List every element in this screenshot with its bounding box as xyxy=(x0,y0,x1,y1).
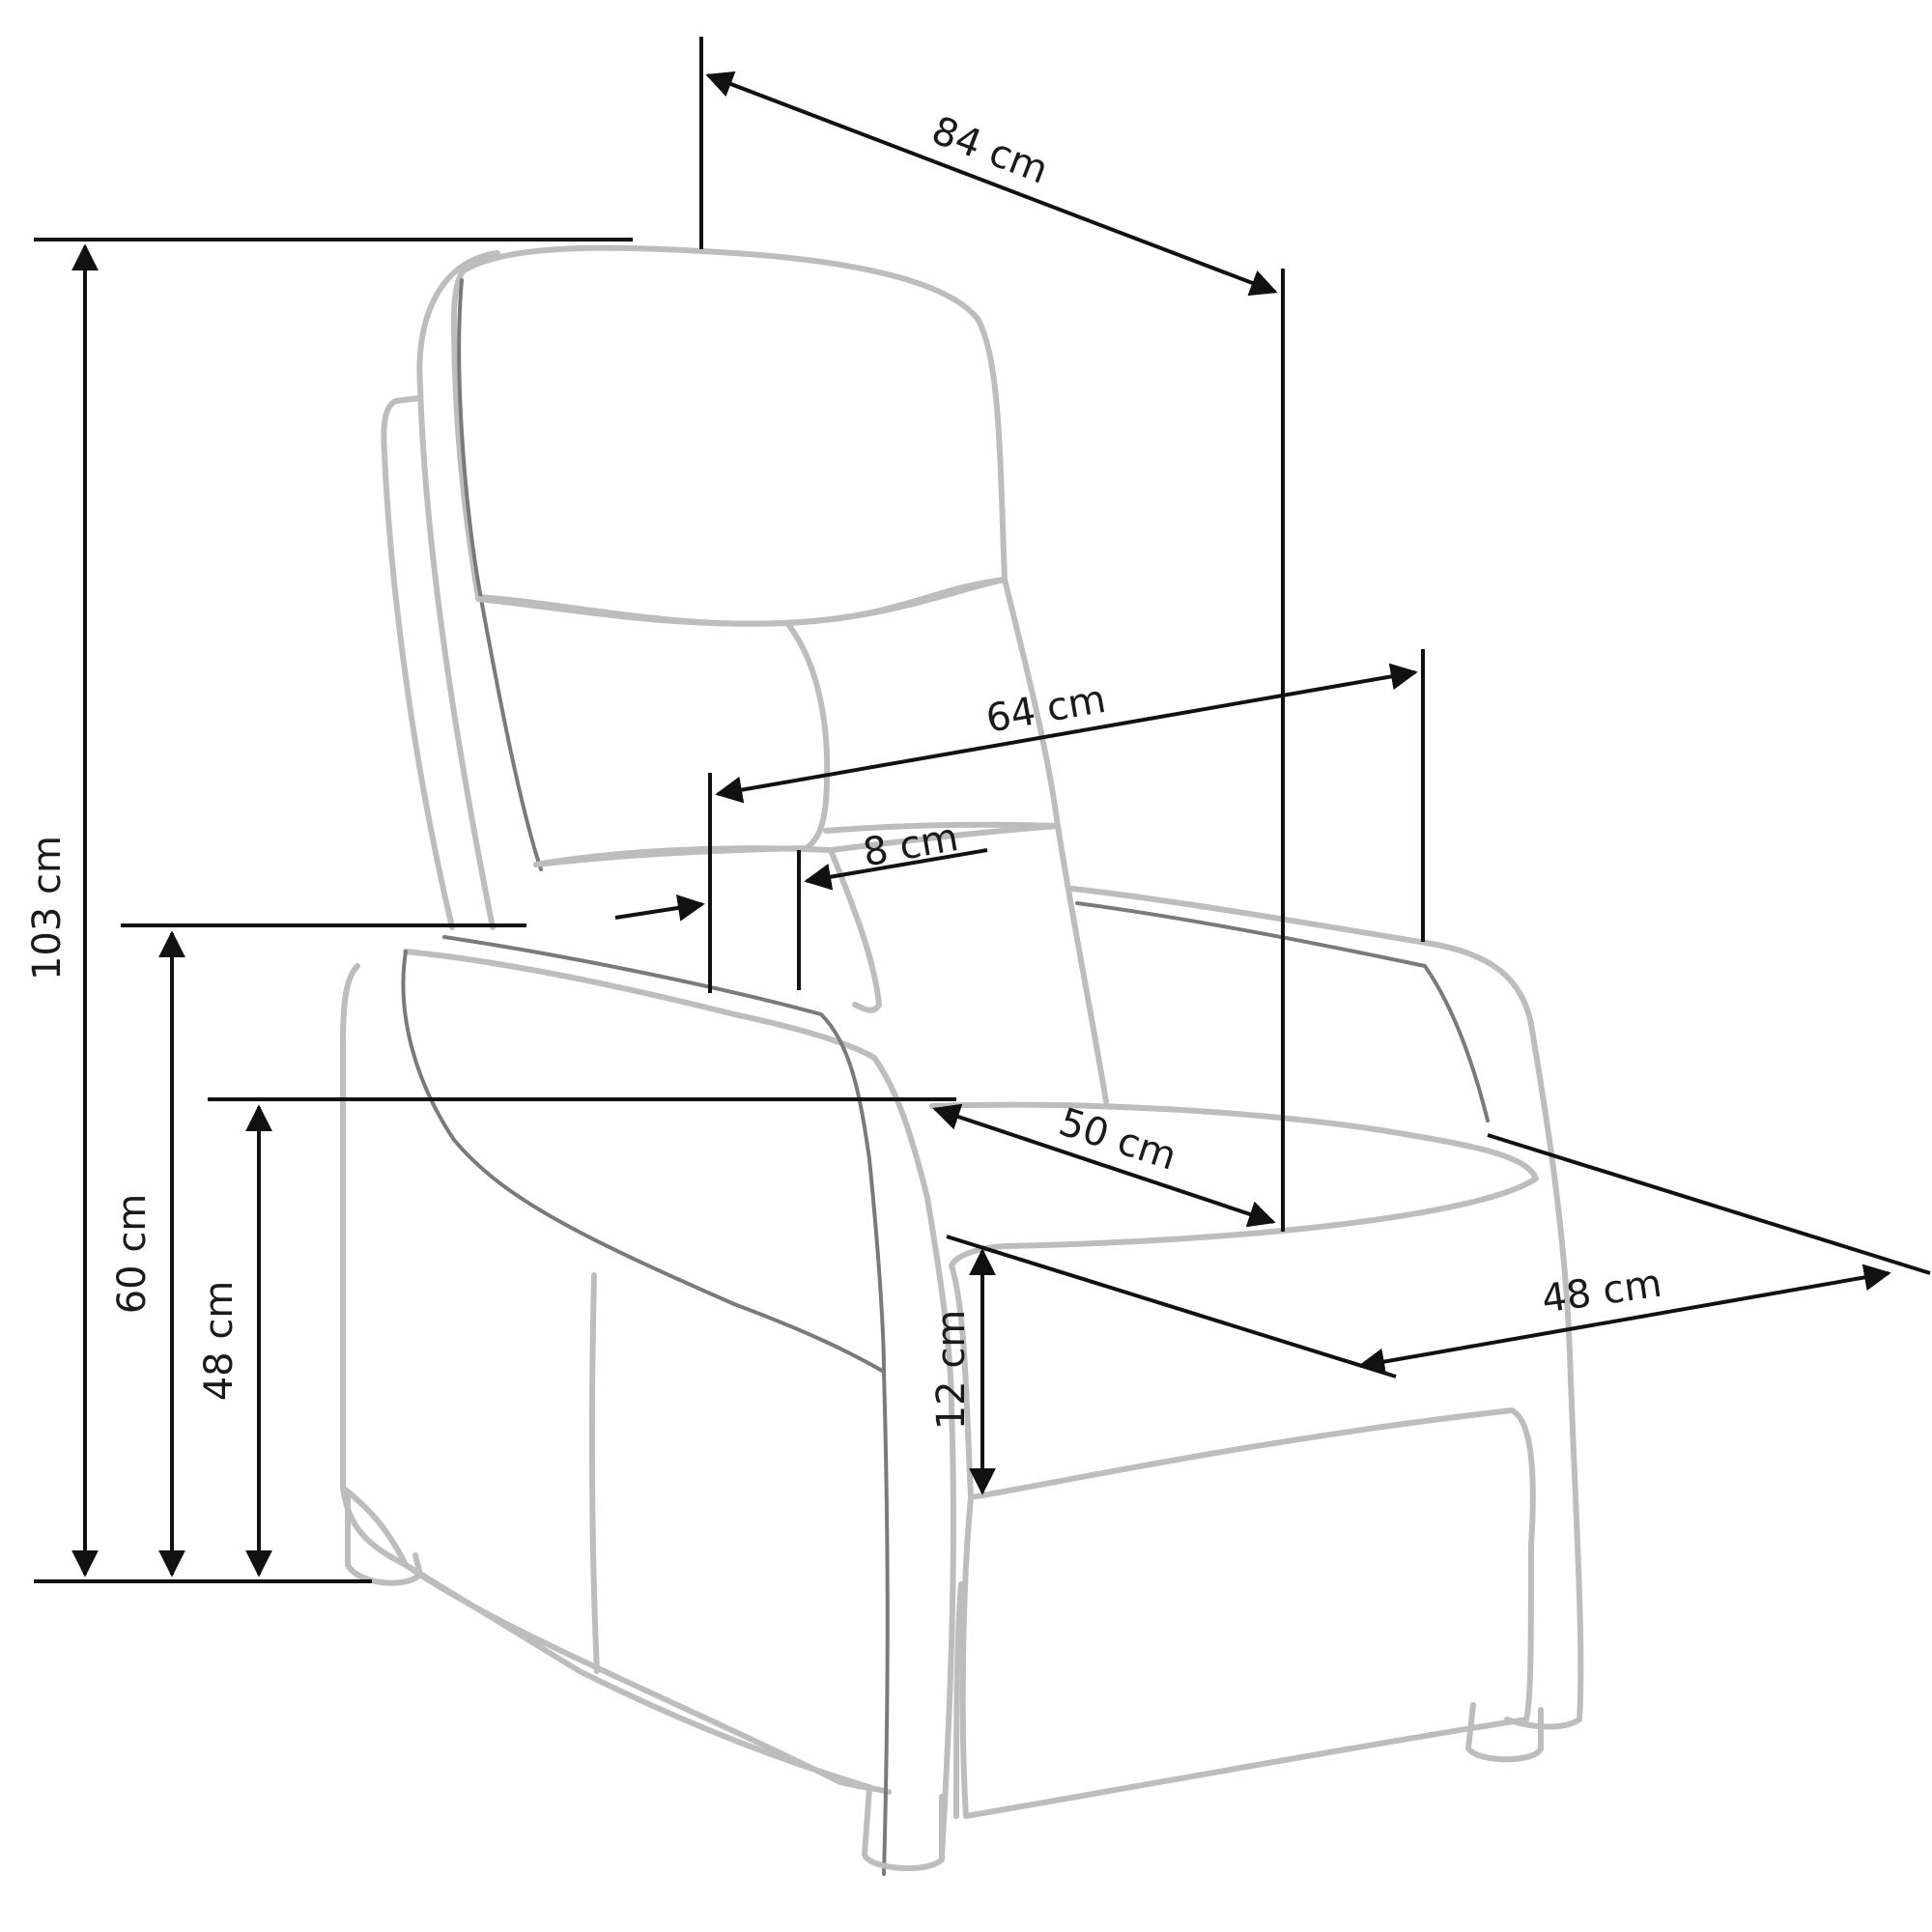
width-arrow xyxy=(715,663,1418,804)
right-front-leg xyxy=(1465,1702,1544,1763)
right-armrest xyxy=(1069,886,1584,1730)
footrest xyxy=(949,1263,1536,1819)
left-armrest-front xyxy=(401,950,886,1374)
seat-width-right-extension xyxy=(1487,1133,1931,1275)
height-total-label: 103 cm xyxy=(25,836,70,980)
seat-width-left-extension xyxy=(946,1235,1397,1378)
left-armrest-bottom xyxy=(340,1485,872,1790)
left-armrest-top xyxy=(403,949,956,1858)
seat-width-arrow xyxy=(1357,1264,1891,1376)
seat-cushion xyxy=(929,1101,1539,1268)
back-cushion-left xyxy=(475,596,831,867)
left-armrest-panel-seam xyxy=(589,1272,600,1674)
left-front-leg xyxy=(862,1784,945,1872)
armrest-width-arrow-right xyxy=(804,848,988,891)
recliner-chair-drawing xyxy=(340,244,1584,1876)
armrest-width-arrow-left xyxy=(614,895,705,922)
headrest xyxy=(451,244,1008,627)
left-back-leg xyxy=(345,1494,423,1586)
width-label: 64 cm xyxy=(982,677,1109,742)
backrest-side-panel xyxy=(381,395,455,930)
dimension-labels: 84 cm 103 cm 60 cm 48 cm 64 cm 8 cm 50 c… xyxy=(25,108,1664,1430)
seat-height-label: 48 cm xyxy=(197,1281,242,1402)
lumbar-cushion xyxy=(533,845,882,1013)
dimension-lines xyxy=(34,37,1931,1583)
backrest-inner-edge xyxy=(457,278,543,871)
depth-label: 84 cm xyxy=(925,108,1054,193)
footrest-lower xyxy=(953,1581,964,1819)
left-armrest-inner xyxy=(442,935,890,1876)
depth-arrow xyxy=(705,71,1278,297)
backrest-outer xyxy=(416,250,500,930)
seat-depth-arrow xyxy=(932,1103,1276,1228)
armrest-height-label: 60 cm xyxy=(110,1194,155,1315)
footrest-label: 12 cm xyxy=(929,1310,974,1431)
right-armrest-inner xyxy=(1075,901,1490,1122)
seat-width-label: 48 cm xyxy=(1539,1262,1664,1322)
lumbar-cushion-right xyxy=(828,823,1109,1104)
armrest-width-label: 8 cm xyxy=(860,815,962,876)
